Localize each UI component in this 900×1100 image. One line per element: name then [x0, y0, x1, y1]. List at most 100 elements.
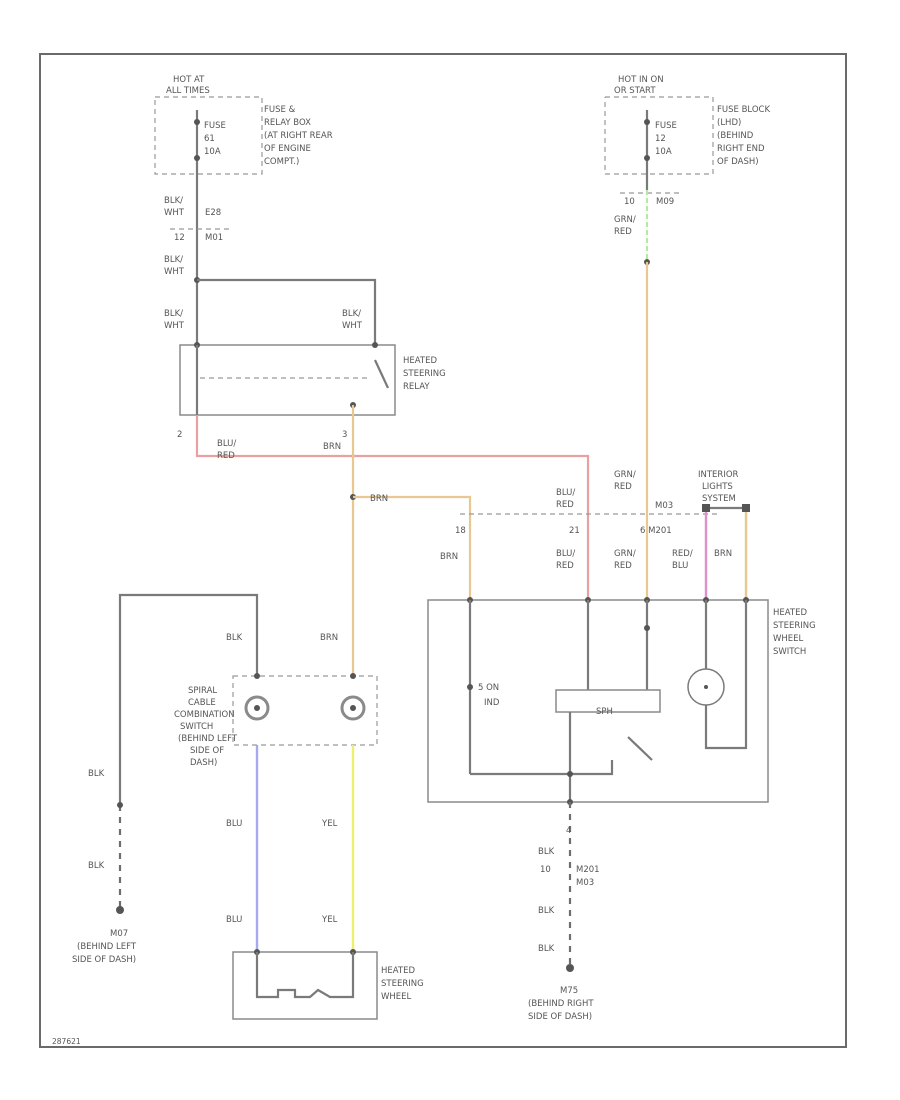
svg-text:HEATED: HEATED: [773, 608, 807, 618]
wire-label-grn-red-top: GRN/ RED: [614, 215, 636, 237]
svg-text:61: 61: [204, 134, 215, 144]
svg-text:RED/: RED/: [672, 549, 693, 559]
connector-e28: E28: [205, 208, 221, 218]
wire-label-brn-switch-2: BRN: [714, 549, 732, 559]
svg-text:BLU: BLU: [672, 561, 688, 571]
svg-text:RELAY: RELAY: [403, 382, 430, 392]
svg-text:STEERING: STEERING: [403, 369, 446, 379]
svg-text:(BEHIND RIGHT: (BEHIND RIGHT: [528, 999, 594, 1009]
svg-text:COMPT.): COMPT.): [264, 157, 299, 167]
fuse-terminal-bottom: [194, 155, 200, 161]
wire-label-blu-red-2: BLU/ RED: [556, 488, 575, 510]
connector-m201: 6 M201: [640, 526, 672, 536]
svg-text:CABLE: CABLE: [188, 698, 216, 708]
wire-label-blk-r2: BLK: [538, 906, 555, 916]
switch-internal-dot: [644, 625, 650, 631]
splice-ground-left: [117, 802, 123, 808]
relay-pin-2: 2: [177, 430, 182, 440]
svg-text:FUSE: FUSE: [655, 121, 677, 131]
diagram-frame: [39, 53, 847, 1048]
switch-control-module: [555, 689, 661, 713]
svg-text:STEERING: STEERING: [773, 621, 816, 631]
svg-text:INTERIOR: INTERIOR: [698, 470, 739, 480]
spiral-cable-label: SPIRAL CABLE COMBINATION SWITCH (BEHIND …: [174, 686, 238, 768]
ground-left-label: M07 (BEHIND LEFT SIDE OF DASH): [72, 929, 137, 965]
svg-text:RED: RED: [556, 561, 574, 571]
switch-indicator-lamp-center: [704, 685, 708, 689]
svg-text:GRN/: GRN/: [614, 549, 636, 559]
connector-m03b: M03: [576, 878, 594, 888]
svg-text:SWITCH: SWITCH: [773, 647, 806, 657]
svg-text:HEATED: HEATED: [381, 966, 415, 976]
svg-text:(LHD): (LHD): [717, 118, 741, 128]
relay-label: HEATED STEERING RELAY: [403, 356, 446, 392]
svg-text:GRN/: GRN/: [614, 215, 636, 225]
interior-lights-system-label: INTERIOR LIGHTS SYSTEM: [698, 470, 739, 504]
connector-pin-10b: 10: [540, 865, 551, 875]
wire-label-brn-spiral: BRN: [320, 633, 338, 643]
svg-text:FUSE: FUSE: [204, 121, 226, 131]
svg-text:BLK/: BLK/: [164, 196, 183, 206]
switch-module-label: SPH: [596, 707, 613, 717]
svg-text:WHEEL: WHEEL: [773, 634, 804, 644]
svg-text:BLU/: BLU/: [217, 439, 236, 449]
spiral-coil-left-center: [254, 705, 260, 711]
switch-internal-lamp-loop: [704, 600, 748, 750]
svg-text:GRN/: GRN/: [614, 470, 636, 480]
switch-internal-bottom: [470, 760, 614, 776]
svg-text:WHT: WHT: [164, 267, 185, 277]
svg-text:OF DASH): OF DASH): [717, 157, 759, 167]
wire-splice-to-relay: [197, 278, 377, 345]
svg-text:(AT RIGHT REAR: (AT RIGHT REAR: [264, 131, 333, 141]
fuse-block-label: FUSE BLOCK (LHD) (BEHIND RIGHT END OF DA…: [717, 105, 770, 167]
wire-label-yel-2: YEL: [321, 915, 338, 925]
wire-label-blu-2: BLU: [226, 915, 242, 925]
svg-text:12: 12: [655, 134, 666, 144]
svg-text:STEERING: STEERING: [381, 979, 424, 989]
wire-label-brn-switch: BRN: [440, 552, 458, 562]
svg-text:RED: RED: [614, 561, 632, 571]
heated-steering-wheel-switch: [427, 599, 769, 803]
wire-label-blu-red-3: BLU/ RED: [556, 549, 575, 571]
wire-label-blk-wht-left: BLK/ WHT: [164, 309, 185, 331]
spiral-terminal-left: [254, 673, 260, 679]
svg-text:HEATED: HEATED: [403, 356, 437, 366]
heating-element-icon: [255, 952, 355, 999]
relay-pin-3: 3: [342, 430, 347, 440]
fuse-terminal-top: [194, 119, 200, 125]
svg-text:SIDE OF DASH): SIDE OF DASH): [528, 1012, 592, 1022]
svg-text:M07: M07: [110, 929, 128, 939]
wire-blu-red: [195, 415, 590, 600]
hot-at-all-times-label-2: ALL TIMES: [166, 86, 210, 96]
svg-text:BLU/: BLU/: [556, 488, 575, 498]
fuse-12-terminal-bottom: [644, 155, 650, 161]
connector-pin-18: 18: [455, 526, 466, 536]
svg-text:RED: RED: [614, 482, 632, 492]
wire-label-blk-g1: BLK: [88, 769, 105, 779]
connector-m01: M01: [205, 233, 223, 243]
svg-text:SPIRAL: SPIRAL: [188, 686, 217, 696]
svg-text:BLU/: BLU/: [556, 549, 575, 559]
switch-led-junction: [467, 684, 473, 690]
connector-pin-10: 10: [624, 197, 635, 207]
fuse-12: FUSE 12 10A: [655, 121, 677, 157]
hot-at-all-times-label: HOT AT: [173, 75, 205, 85]
wheel-label: HEATED STEERING WHEEL: [381, 966, 424, 1002]
interior-terminal-left: [702, 504, 710, 512]
fuse-relay-box-label: FUSE & RELAY BOX (AT RIGHT REAR OF ENGIN…: [264, 105, 333, 167]
wire-label-blu: BLU: [226, 819, 242, 829]
svg-text:RED: RED: [556, 500, 574, 510]
fuse-12-terminal-top: [644, 119, 650, 125]
relay-terminal-4: [372, 342, 378, 348]
svg-text:(BEHIND: (BEHIND: [717, 131, 754, 141]
wire-label-brn-horizontal: BRN: [370, 494, 388, 504]
spiral-cable-switch: [232, 675, 378, 746]
svg-text:(BEHIND LEFT: (BEHIND LEFT: [77, 942, 137, 952]
svg-text:RED: RED: [614, 227, 632, 237]
diagram-id: 287621: [52, 1037, 81, 1046]
wire-label-red-blu: RED/ BLU: [672, 549, 693, 571]
wire-label-grn-red-mid: GRN/ RED: [614, 470, 636, 492]
heated-steering-wheel: [232, 951, 378, 1020]
svg-text:SIDE OF DASH): SIDE OF DASH): [72, 955, 136, 965]
